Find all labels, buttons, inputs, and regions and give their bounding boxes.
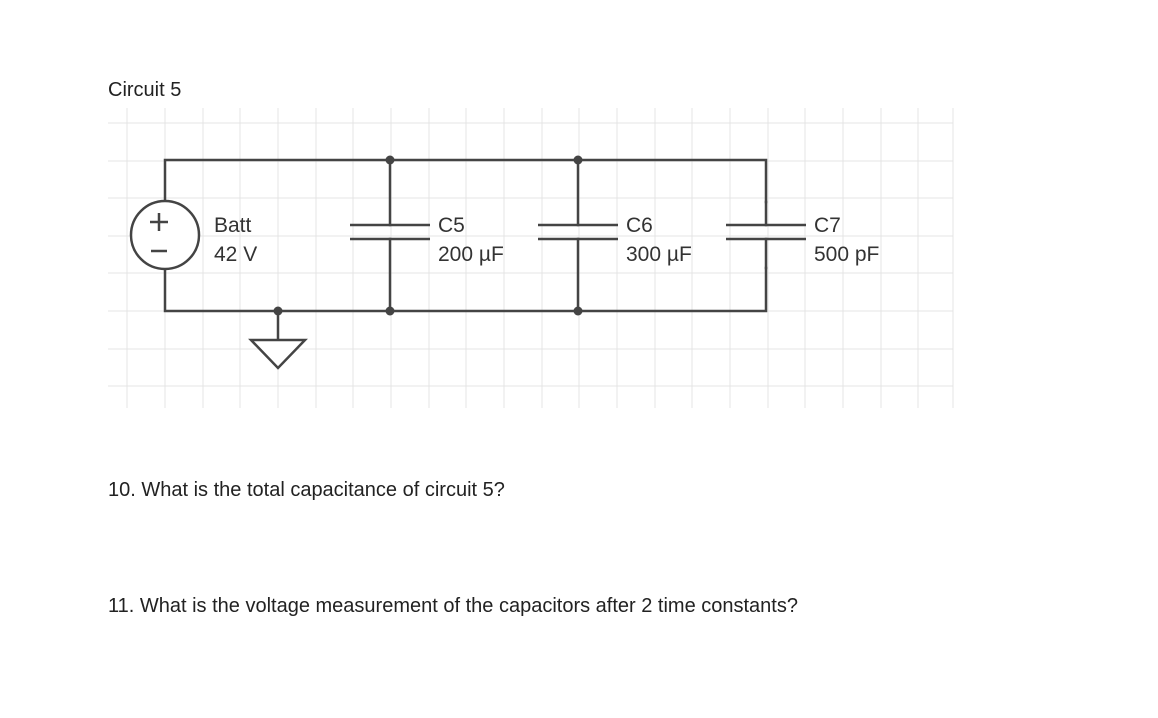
circuit-wires bbox=[163, 158, 768, 342]
bottom-rail-wire bbox=[163, 266, 768, 313]
battery-symbol bbox=[129, 199, 201, 271]
junction-dot bbox=[385, 155, 395, 165]
c5-value-label: 200 µF bbox=[438, 243, 504, 266]
circuit-schematic: Batt 42 V C5 200 µF C6 300 µF C7 500 pF bbox=[108, 108, 954, 408]
junction-dots bbox=[273, 155, 583, 316]
c5-name-label: C5 bbox=[438, 214, 465, 237]
junction-dot bbox=[273, 306, 283, 316]
circuit-title: Circuit 5 bbox=[108, 79, 182, 101]
c7-value-label: 500 pF bbox=[814, 243, 879, 266]
c7-name-label: C7 bbox=[814, 214, 841, 237]
junction-dot bbox=[573, 155, 583, 165]
top-rail-wire bbox=[163, 158, 768, 204]
question-11: 11. What is the voltage measurement of t… bbox=[108, 595, 798, 617]
battery-value-label: 42 V bbox=[214, 243, 257, 266]
capacitor-plates bbox=[350, 223, 806, 241]
c6-value-label: 300 µF bbox=[626, 243, 692, 266]
battery-circle bbox=[129, 199, 201, 271]
ground-icon bbox=[248, 338, 308, 370]
battery-name-label: Batt bbox=[214, 214, 252, 237]
c6-name-label: C6 bbox=[626, 214, 653, 237]
junction-dot bbox=[385, 306, 395, 316]
junction-dot bbox=[573, 306, 583, 316]
question-10: 10. What is the total capacitance of cir… bbox=[108, 479, 505, 501]
